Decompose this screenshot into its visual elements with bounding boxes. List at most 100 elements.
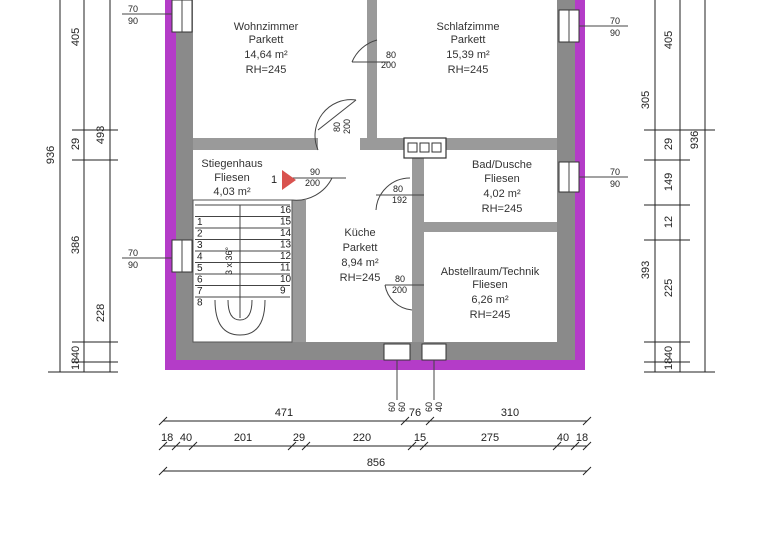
stair-step-number: 3	[197, 240, 203, 251]
room-name: Wohnzimmer	[234, 21, 299, 33]
window-bottom-2	[421, 343, 447, 361]
right-inner-dim: 393	[640, 261, 652, 279]
bottom-dim: 471	[275, 407, 293, 419]
wall-bad-bottom	[424, 222, 557, 232]
door-height-label: 200	[305, 178, 320, 188]
dimension-tick	[582, 466, 592, 476]
room-stiegenhaus: Stiegenhaus Fliesen 4,03 m²	[201, 158, 263, 198]
wall-top-divider	[367, 0, 377, 138]
dimension-tick	[301, 441, 311, 451]
window-label-right-bad: 70 90	[579, 167, 628, 189]
room-schlafzimmer: Schlafzimme Parkett 15,39 m² RH=245	[437, 21, 500, 76]
bottom-dim: 40	[180, 432, 192, 444]
stair-marker-label: 1	[271, 174, 277, 186]
room-height: RH=245	[470, 309, 511, 321]
door-width-label: 80	[332, 122, 342, 132]
bottom-dimension-chain: 471 76 310 18 40 201 29 220 15 275 40 18…	[158, 407, 592, 476]
stair-step-number: 9	[280, 286, 286, 297]
door-height-label: 200	[392, 285, 407, 295]
dimension-tick	[158, 441, 168, 451]
room-area-label: 14,64 m²	[244, 49, 288, 61]
right-dim: 149	[663, 173, 675, 191]
stair-step-number: 10	[280, 274, 292, 285]
dimension-tick	[582, 441, 592, 451]
bottom-dim: 201	[234, 432, 252, 444]
window-width: 70	[128, 248, 138, 258]
dimension-tick	[570, 441, 580, 451]
window-label-left-mid: 70 90	[122, 248, 172, 270]
left-dim: 386	[70, 236, 82, 254]
dimension-tick	[425, 416, 435, 426]
bottom-total-dim: 856	[367, 457, 385, 469]
dimension-tick	[552, 441, 562, 451]
room-floor: Fliesen	[472, 279, 507, 291]
stair-step-number: 13	[280, 240, 292, 251]
dimension-tick	[407, 441, 417, 451]
room-area-label: 4,03 m²	[213, 186, 251, 198]
room-floor: Fliesen	[484, 173, 519, 185]
door-abstellraum: 80 200	[384, 274, 424, 311]
room-area-label: 6,26 m²	[471, 294, 509, 306]
window-height: 90	[610, 28, 620, 38]
bottom-dim: 275	[481, 432, 499, 444]
stair-step-number: 6	[197, 275, 203, 286]
left-inner-dim: 493	[95, 126, 107, 144]
door-height-label: 200	[342, 119, 352, 134]
window-height: 90	[128, 260, 138, 270]
room-height: RH=245	[482, 203, 523, 215]
window-width: 60	[387, 402, 397, 412]
room-bad: Bad/Dusche Fliesen 4,02 m² RH=245	[472, 159, 532, 215]
room-area-label: 15,39 m²	[446, 49, 490, 61]
left-dim: 405	[70, 28, 82, 46]
right-inner-dim: 305	[640, 91, 652, 109]
door-stiegenhaus: 90 200	[291, 167, 346, 201]
room-floor: Fliesen	[214, 172, 249, 184]
right-dimension-chain: 405 29 149 12 225 18 40 305 393 936	[640, 0, 715, 373]
door-width-label: 80	[395, 274, 405, 284]
room-name: Stiegenhaus	[201, 158, 263, 170]
dimension-tick	[400, 416, 410, 426]
door-width-label: 80	[393, 184, 403, 194]
door-schlafzimmer: 80 200	[351, 39, 396, 70]
bottom-dim: 29	[293, 432, 305, 444]
room-name: Abstellraum/Technik	[441, 266, 540, 278]
stair-step-number: 12	[280, 251, 292, 262]
right-outer-dim: 936	[689, 131, 701, 149]
window-bottom-1	[383, 343, 411, 361]
window-width: 60	[424, 402, 434, 412]
inner-lining-left	[176, 0, 193, 360]
room-floor: Parkett	[451, 34, 486, 46]
window-label-bottom-2: 60 40	[424, 402, 444, 412]
dimension-tick	[188, 441, 198, 451]
stair-step-number: 7	[197, 286, 203, 297]
stair-step-number: 11	[280, 263, 291, 274]
dimension-tick	[158, 466, 168, 476]
dimension-tick	[582, 416, 592, 426]
left-dimension-chain: 936 405 29 386 18 40 493 228	[45, 0, 118, 373]
bottom-dim: 76	[409, 407, 421, 419]
room-abstellraum: Abstellraum/Technik Fliesen 6,26 m² RH=2…	[441, 266, 540, 321]
door-bad: 80 192	[375, 177, 424, 211]
room-wohnzimmer: Wohnzimmer Parkett 14,64 m² RH=245	[234, 21, 299, 76]
room-area-label: 8,94 m²	[341, 257, 379, 269]
window-width: 70	[610, 16, 620, 26]
stair-step-number: 15	[280, 217, 292, 228]
stair-step-number: 16	[280, 205, 292, 216]
door-width-label: 80	[386, 50, 396, 60]
stair-angle-label: 3 x 36°	[224, 246, 234, 275]
room-floor: Parkett	[249, 34, 284, 46]
left-dim: 18	[70, 358, 82, 370]
wall-horizontal-right	[360, 138, 557, 150]
window-width: 70	[128, 4, 138, 14]
stair-step-number: 8	[197, 298, 203, 309]
room-kueche: Küche Parkett 8,94 m² RH=245	[340, 227, 381, 284]
door-height-label: 200	[381, 60, 396, 70]
right-dim: 18	[663, 358, 675, 370]
left-dim: 29	[70, 138, 82, 150]
wall-stair-right	[292, 200, 306, 342]
dimension-tick	[158, 416, 168, 426]
door-height-label: 192	[392, 195, 407, 205]
stair-step-number: 2	[197, 229, 203, 240]
window-height: 40	[434, 402, 444, 412]
room-area-label: 4,02 m²	[483, 188, 521, 200]
